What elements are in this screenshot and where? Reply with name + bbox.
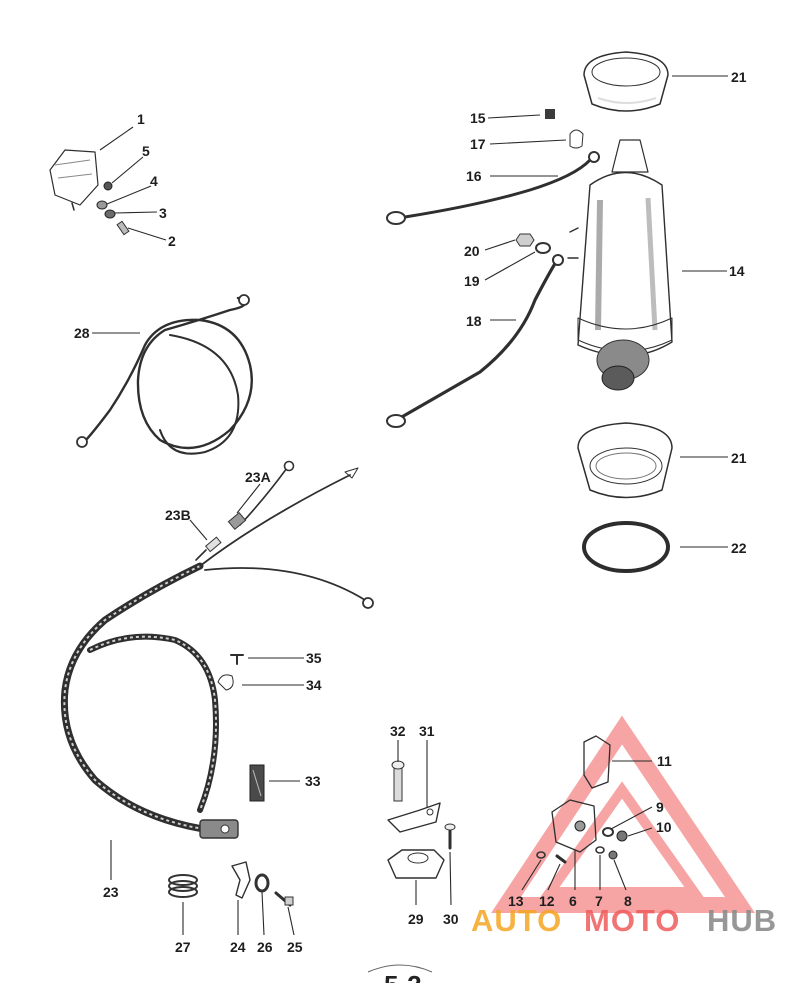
callout-15: 15 [470,110,486,126]
part-9-washer [602,827,614,837]
callout-14: 14 [729,263,745,279]
part-35-screw [230,654,244,665]
part-14-starter-motor [567,139,673,391]
part-6-solenoid [551,799,597,853]
part-2-screw [116,220,130,236]
callout-23a: 23A [245,469,271,485]
callout-8: 8 [624,893,632,909]
watermark-text: AUTO MOTO HUB [471,903,777,938]
callout-5: 5 [142,143,150,159]
part-16-battery-cable [386,151,600,225]
part-15-nut [545,109,555,119]
part-29-clamp-block [387,849,445,879]
part-10-nut [616,830,628,842]
callout-3: 3 [159,205,167,221]
part-34-clip [217,674,234,691]
callout-28: 28 [74,325,90,341]
callout-16: 16 [466,168,482,184]
part-23a-fuse-holder [227,460,295,531]
part-13-washer [536,851,546,859]
part-21-boot-bottom [577,422,673,499]
callout-21-top: 21 [731,69,747,85]
callout-26: 26 [257,939,273,955]
part-8-nut [608,850,618,860]
callout-33: 33 [305,773,321,789]
part-27-spring [168,874,198,898]
part-3-lockwasher [104,209,116,219]
callout-22: 22 [731,540,747,556]
callout-4: 4 [150,173,158,189]
part-22-o-ring [582,521,670,573]
callout-labels: 1 2 3 4 5 6 7 8 9 10 11 12 13 14 15 16 1… [74,69,747,955]
part-24-clamp [231,861,251,899]
callout-13: 13 [508,893,524,909]
part-19-lockwasher [535,242,551,254]
callout-1: 1 [137,111,145,127]
callout-20: 20 [464,243,480,259]
callout-32: 32 [390,723,406,739]
callout-24: 24 [230,939,246,955]
part-5-nut [103,181,113,191]
callout-27: 27 [175,939,191,955]
callout-25: 25 [287,939,303,955]
callout-35: 35 [306,650,322,666]
part-18-ground-cable [386,254,564,428]
part-23b-fuse [195,536,222,561]
callout-6: 6 [569,893,577,909]
part-28-wire-harness [76,294,253,455]
page-number: 5-2 [367,964,433,983]
watermark-moto: MOTO [584,903,680,938]
callout-34: 34 [306,677,322,693]
callout-9: 9 [656,799,664,815]
callout-7: 7 [595,893,603,909]
part-1-rectifier [49,149,99,211]
callout-30: 30 [443,911,459,927]
callout-10: 10 [656,819,672,835]
part-31-bracket [387,802,441,833]
part-17-terminal-boot [569,129,584,149]
part-12-screw [555,854,567,864]
callout-17: 17 [470,136,486,152]
callout-2: 2 [168,233,176,249]
callout-12: 12 [539,893,555,909]
leader-lines [92,75,728,936]
callout-31: 31 [419,723,435,739]
callout-11: 11 [657,753,672,769]
callout-23: 23 [103,884,119,900]
watermark-hub: HUB [707,903,777,938]
part-30-screw [444,823,456,850]
part-20-nut [515,233,535,247]
callout-18: 18 [466,313,482,329]
page-number-text: 5-2 [384,970,422,983]
part-23-main-harness [60,467,374,839]
callout-21-bottom: 21 [731,450,747,466]
watermark-logo [491,715,756,913]
watermark-auto: AUTO [471,903,562,938]
part-33-plate [249,764,265,802]
part-7-washer [595,846,605,854]
part-4-washer [96,200,108,210]
part-11-solenoid-cover [583,735,611,789]
part-21-boot-top [583,51,669,112]
callout-23b: 23B [165,507,191,523]
part-25-bolt [274,891,294,907]
part-26-washer [254,873,270,893]
callout-19: 19 [464,273,480,289]
part-32-screw [391,760,405,802]
callout-29: 29 [408,911,424,927]
